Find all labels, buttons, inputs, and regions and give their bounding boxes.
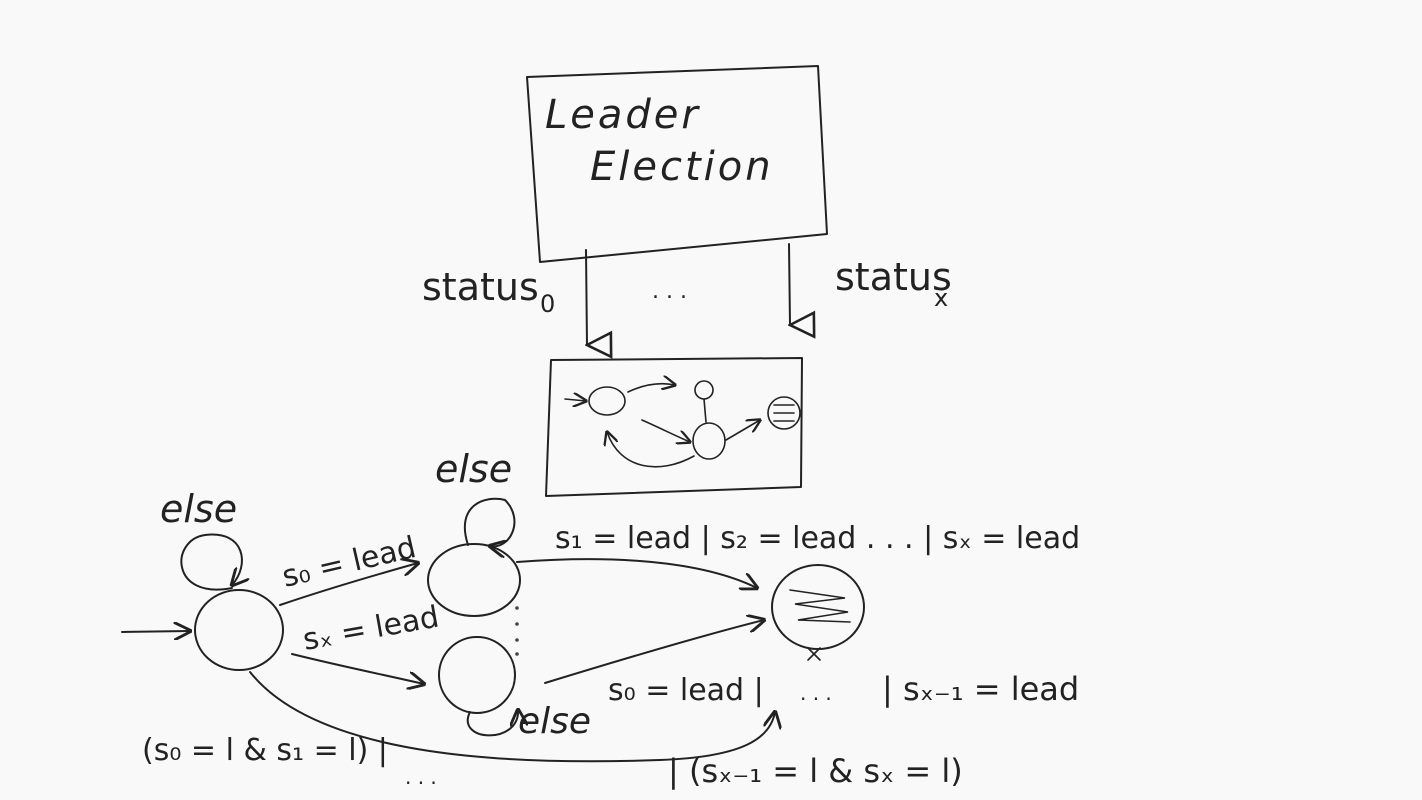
mini-automaton-content — [564, 381, 801, 468]
transition-bottom-to-final-label-c: | sₓ₋₁ = lead — [882, 670, 1079, 708]
state-bottom-else-label: else — [518, 701, 591, 742]
status-output-left: status 0 — [422, 249, 587, 345]
middle-states-ellipsis — [515, 606, 519, 656]
state-initial: else — [121, 487, 284, 671]
transition-bottom-to-final-label-a: s₀ = lead | — [608, 673, 764, 708]
status-left-label: status — [422, 265, 539, 309]
status-left-subscript: 0 — [540, 290, 555, 318]
transition-initial-to-final-label-a: (s₀ = l & s₁ = l) | — [142, 733, 388, 768]
state-initial-else-label: else — [160, 487, 237, 531]
transition-initial-to-bottom-label: sₓ = lead — [300, 600, 441, 658]
transition-initial-to-final-label-c: | (sₓ₋₁ = l & sₓ = l) — [668, 752, 963, 790]
status-right-label: status — [835, 255, 952, 299]
mini-automaton-box — [545, 357, 803, 497]
status-output-right: status x — [789, 243, 952, 325]
leader-election-line2: Election — [590, 144, 774, 190]
transition-initial-to-top-label: s₀ = lead — [279, 530, 419, 595]
transition-top-to-final: s₁ = lead | s₂ = lead . . . | sₓ = lead — [516, 521, 1080, 588]
state-bottom-middle: else — [438, 636, 591, 742]
state-top-else-label: else — [435, 447, 512, 491]
status-ellipsis: . . . — [652, 279, 687, 304]
status-right-subscript: x — [934, 284, 948, 312]
transition-top-to-final-label: s₁ = lead | s₂ = lead . . . | sₓ = lead — [555, 521, 1080, 556]
transition-bottom-to-final: s₀ = lead | . . . | sₓ₋₁ = lead — [544, 620, 1079, 708]
transition-initial-to-final: (s₀ = l & s₁ = l) | . . . | (sₓ₋₁ = l & … — [142, 671, 963, 790]
state-top-middle: else — [427, 447, 521, 617]
transition-initial-to-bottom: sₓ = lead — [291, 600, 442, 684]
leader-election-line1: Leader — [545, 92, 701, 138]
transition-initial-to-final-label-b: . . . — [405, 765, 437, 789]
transition-initial-to-top: s₀ = lead — [279, 530, 419, 606]
leader-election-box: Leader Election — [526, 65, 828, 263]
transition-bottom-to-final-label-b: . . . — [800, 681, 832, 705]
state-final — [771, 564, 865, 661]
